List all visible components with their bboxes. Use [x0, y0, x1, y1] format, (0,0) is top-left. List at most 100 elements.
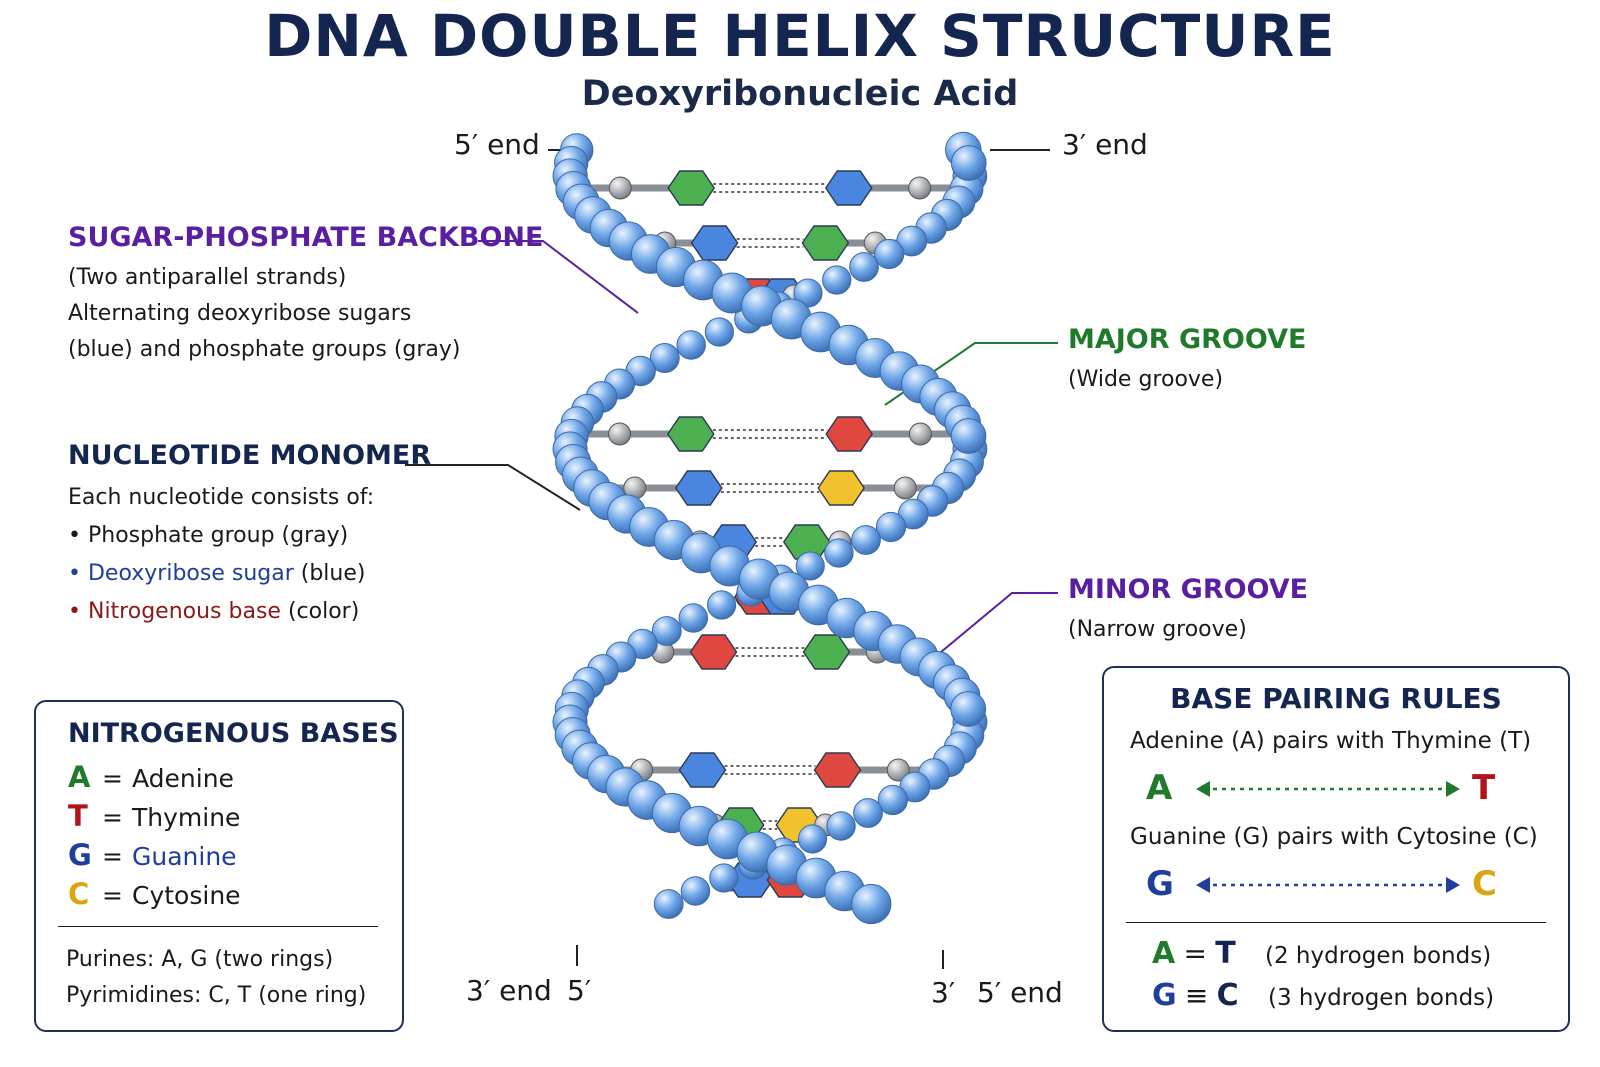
sugar-bead-strand-b: [653, 889, 684, 919]
base-pair-rung: [607, 752, 933, 788]
sugar-bead-strand-a: [706, 590, 737, 620]
letter-t: T: [68, 799, 88, 833]
base-row-adenine: A = Adenine: [68, 760, 234, 794]
pair-letter-c: C: [1472, 864, 1497, 904]
name-guanine: Guanine: [132, 842, 237, 871]
label-3-end-bottom-left: 3′ end: [466, 974, 552, 1007]
bullet: •: [68, 523, 81, 548]
sugar-bead-strand-a: [651, 616, 682, 646]
minor-groove-heading: MINOR GROOVE: [1068, 574, 1309, 605]
backbone-line-1: (Two antiparallel strands): [68, 265, 347, 290]
eq: =: [102, 803, 123, 832]
base-pairing-panel: BASE PAIRING RULES Adenine (A) pairs wit…: [1102, 666, 1570, 1032]
suffix-base: (color): [280, 599, 360, 624]
purines-note: Purines: A, G (two rings): [66, 947, 334, 972]
rule-at: A=T (2 hydrogen bonds): [1152, 936, 1491, 971]
page-title: DNA DOUBLE HELIX STRUCTURE: [264, 2, 1336, 70]
sugar-bead-strand-a: [851, 883, 892, 925]
eq: =: [102, 842, 123, 871]
eq: =: [102, 764, 123, 793]
rule-gc: G≡C (3 hydrogen bonds): [1152, 978, 1494, 1013]
minor-groove-sub: (Narrow groove): [1068, 617, 1247, 642]
label-3-end-top: 3′ end: [1062, 128, 1148, 161]
sugar-bead-strand-b: [704, 317, 734, 347]
name-cytosine: Cytosine: [132, 881, 241, 910]
suffix-phosphate: (gray): [274, 523, 349, 548]
page-subtitle: Deoxyribonucleic Acid: [581, 74, 1019, 114]
base-row-thymine: T = Thymine: [68, 799, 240, 833]
bases-panel-divider: [58, 926, 378, 927]
rule-at-right: T: [1215, 936, 1236, 971]
sugar-bead-strand-b: [950, 691, 987, 727]
base-row-cytosine: C=Cytosine: [68, 877, 241, 911]
sugar-bead-strand-a: [824, 538, 854, 568]
leader-minor-groove: [934, 592, 1058, 658]
label-3-bottom-right: 3′: [931, 976, 956, 1009]
sugar-bead-strand-b: [874, 238, 905, 270]
term-base: Nitrogenous base: [87, 599, 281, 624]
at-arrow: [1196, 781, 1460, 797]
name-thymine: Thymine: [132, 803, 241, 832]
backbone-line-3: (blue) and phosphate groups (gray): [68, 337, 461, 362]
label-5-end-top: 5′ end: [454, 128, 540, 161]
term-sugar: Deoxyribose sugar: [87, 561, 294, 586]
sugar-bead-strand-b: [649, 343, 680, 373]
sugar-bead-strand-b: [676, 330, 706, 360]
nucleotide-intro: Each nucleotide consists of:: [68, 485, 375, 510]
nucleotide-item-base: • Nitrogenous base (color): [68, 594, 359, 630]
major-groove-heading: MAJOR GROOVE: [1068, 324, 1307, 355]
pair-letter-g: G: [1146, 864, 1174, 904]
suffix-sugar: (blue): [293, 561, 366, 586]
sugar-bead-strand-b: [822, 265, 852, 295]
nucleotide-item-sugar: • Deoxyribose sugar (blue): [68, 556, 365, 592]
term-phosphate: Phosphate group: [87, 523, 275, 548]
nitrogenous-bases-panel: NITROGENOUS BASES A = Adenine T = Thymine G =…: [34, 700, 404, 1032]
sugar-bead-strand-a: [851, 525, 881, 555]
pair-letter-t: T: [1472, 768, 1496, 808]
sugar-bead-strand-a: [950, 418, 987, 454]
letter-a: A: [68, 760, 91, 794]
sugar-bead-strand-b: [797, 824, 828, 854]
pair-letter-a: A: [1146, 768, 1173, 808]
rule-gc-right: C: [1216, 978, 1239, 1013]
label-5-bottom-left: 5′: [567, 974, 592, 1007]
sugar-bead-strand-b: [877, 784, 908, 816]
rule-gc-left: G: [1152, 978, 1177, 1013]
sugar-bead-strand-b: [826, 811, 856, 841]
sugar-bead-strand-b: [709, 863, 739, 893]
rule-gc-note: (3 hydrogen bonds): [1267, 985, 1495, 1011]
gc-arrow: [1196, 877, 1460, 893]
label-5-end-bottom-right: 5′ end: [977, 976, 1063, 1009]
sugar-bead-strand-a: [678, 603, 709, 633]
rule-at-note: (2 hydrogen bonds): [1265, 943, 1492, 969]
bullet: •: [68, 561, 81, 586]
bases-panel-heading: NITROGENOUS BASES: [68, 718, 399, 749]
sugar-bead-strand-a: [795, 551, 825, 581]
sugar-bead-strand-b: [793, 278, 823, 308]
base-pair-rung: [598, 470, 942, 506]
leader-backbone: [478, 240, 639, 314]
rule-at-op: =: [1183, 937, 1207, 970]
base-pair-rung: [578, 416, 962, 452]
sugar-bead-strand-b: [680, 876, 711, 906]
nucleotide-heading: NUCLEOTIDE MONOMER: [68, 440, 432, 471]
bullet: •: [68, 599, 81, 624]
major-groove-sub: (Wide groove): [1068, 367, 1224, 392]
letter-c: C: [68, 877, 90, 911]
backbone-line-2: Alternating deoxyribose sugars: [68, 301, 412, 326]
at-pairing-text: Adenine (A) pairs with Thymine (T): [1130, 728, 1532, 754]
base-pair-rung: [579, 170, 961, 206]
sugar-bead-strand-b: [849, 252, 879, 282]
name-adenine: Adenine: [132, 764, 234, 793]
sugar-bead-strand-b: [950, 145, 987, 181]
backbone-heading: SUGAR-PHOSPHATE BACKBONE: [68, 222, 544, 253]
letter-g: G: [68, 838, 92, 872]
leader-nucleotide: [405, 464, 581, 511]
base-row-guanine: G = Guanine: [68, 838, 237, 872]
rule-gc-op: ≡: [1184, 979, 1209, 1012]
gc-pairing-text: Guanine (G) pairs with Cytosine (C): [1130, 824, 1538, 850]
sugar-bead-strand-b: [853, 798, 883, 828]
rule-at-left: A: [1152, 936, 1176, 971]
